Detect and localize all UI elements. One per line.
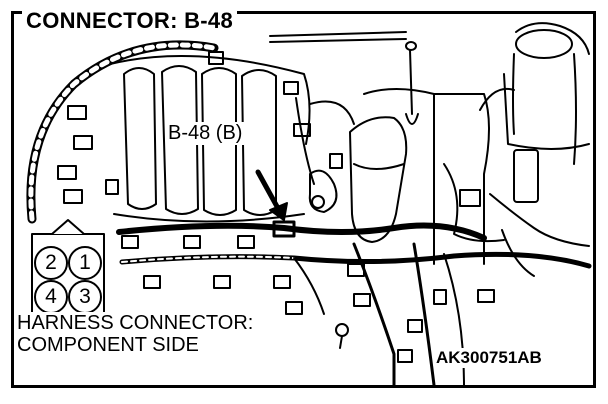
connector-pin-2: 2: [34, 246, 68, 280]
figure-code: AK300751AB: [436, 348, 542, 368]
caption-line-2: COMPONENT SIDE: [17, 334, 199, 356]
connector-pin-3: 3: [68, 280, 102, 314]
harness-caption: HARNESS CONNECTOR: COMPONENT SIDE: [17, 312, 258, 356]
main-harness: [116, 222, 592, 385]
caption-line-1: HARNESS CONNECTOR:: [17, 312, 254, 334]
connector-callout-label: B-48 (B): [166, 122, 245, 145]
left-harness: [26, 40, 299, 224]
title-rule: [269, 31, 407, 43]
connector-title: CONNECTOR: B-48: [22, 8, 238, 34]
connector-pin-1: 1: [68, 246, 102, 280]
connector-pin-4: 4: [34, 280, 68, 314]
ground-terminal: [335, 323, 349, 349]
right-components: [363, 22, 590, 277]
engine-bay-drawing: [26, 22, 592, 385]
air-duct: [295, 97, 408, 243]
callout-arrow: [255, 169, 288, 221]
